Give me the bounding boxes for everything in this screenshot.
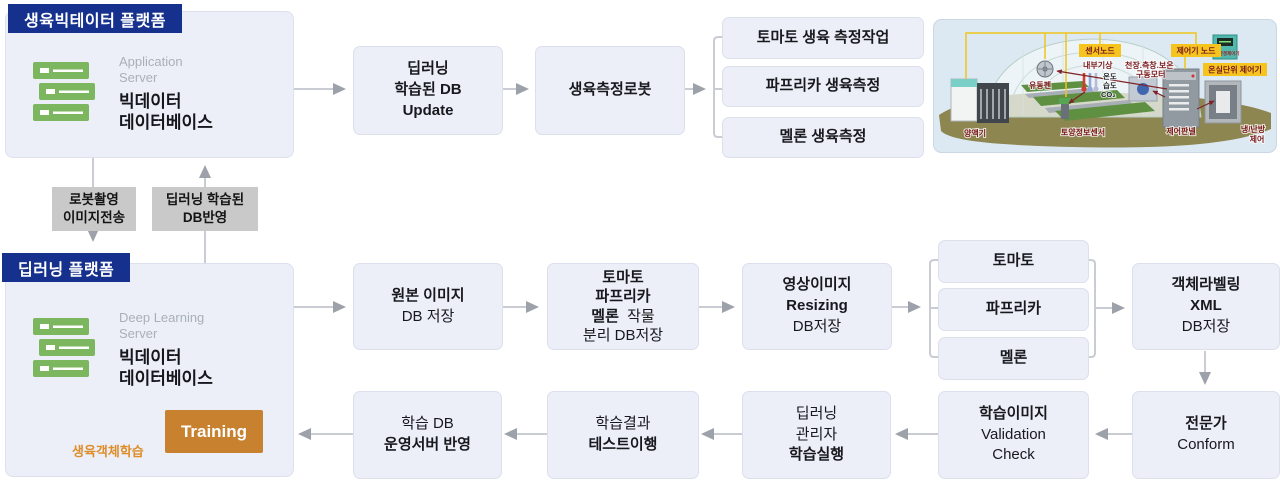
sensor-node-label: 센서노드 xyxy=(1079,44,1121,57)
server-type-label: Deep Learning xyxy=(119,310,205,325)
control-panel-label: 제어판넬 xyxy=(1166,126,1195,136)
unit-controller-label: 온실단위 제어기 xyxy=(1203,63,1267,76)
svg-text:센서노드: 센서노드 xyxy=(1085,46,1115,56)
hvac-photo xyxy=(1204,80,1242,124)
nutrient-machine xyxy=(950,78,1009,123)
server-type-label: Server xyxy=(119,69,158,85)
control-arrows xyxy=(1056,69,1215,110)
flow-box-object-labeling: 객체라벨링 XML DB저장 xyxy=(1132,263,1280,350)
soil-sensor-label: 토양정보센서 xyxy=(1061,127,1105,137)
inner-weather-label: 내부기상 xyxy=(1083,60,1113,70)
flow-box-expert-conform: 전문가 Conform xyxy=(1132,391,1280,479)
flow-box-test: 학습결과 테스트이행 xyxy=(547,391,699,479)
server-title: 데이터베이스 xyxy=(119,113,213,133)
fan-icon xyxy=(1036,60,1054,78)
hvac-label: 냉/난방 xyxy=(1241,124,1266,134)
sensor-wires xyxy=(965,32,1221,97)
server-title: 빅데이터 xyxy=(119,348,182,368)
thermometer-icons xyxy=(1081,73,1099,92)
device-caption: 복합환경제어기 xyxy=(1211,50,1240,57)
flow-box-deploy: 학습 DB 운영서버 반영 xyxy=(353,391,502,479)
flow-box-original-image: 원본 이미지 DB 저장 xyxy=(353,263,503,350)
flow-box-resizing: 영상이미지 Resizing DB저장 xyxy=(742,263,892,350)
flow-box-measure-robot: 생육측정로봇 xyxy=(535,46,685,135)
crop-box-paprika: 파프리카 xyxy=(938,288,1089,331)
bigdata-platform-badge: 생육빅테이터 플랫폼 xyxy=(8,4,182,33)
motor-label: 구동모터 xyxy=(1136,69,1165,79)
greenhouse-illustration: 복합환경제어기 xyxy=(933,19,1277,153)
crop-box-tomato: 토마토 xyxy=(938,240,1089,283)
humidity-label: 습도 xyxy=(1103,80,1117,90)
task-box-paprika: 파프리카 생육측정 xyxy=(722,66,924,107)
server-type-label: Server xyxy=(119,325,158,341)
control-panel-device xyxy=(1162,68,1200,128)
co2-label: CO₂ xyxy=(1101,90,1116,99)
db-reflect-label: 딥러닝 학습된 DB반영 xyxy=(152,187,258,231)
hvac-label: 제어 xyxy=(1250,134,1265,144)
nutrient-label: 양액기 xyxy=(964,128,986,138)
svg-text:제어기 노드: 제어기 노드 xyxy=(1176,46,1216,56)
crop-beds xyxy=(1021,81,1155,121)
flow-box-validation: 학습이미지 Validation Check xyxy=(938,391,1089,479)
crop-box-melon: 멜론 xyxy=(938,337,1089,380)
growth-object-learning-label: 생육객체학습 xyxy=(72,444,144,459)
server-type-label: Application xyxy=(119,54,183,69)
flow-box-crop-separate: 토마토 파프리카 멜론 작물 분리 DB저장 xyxy=(547,263,699,350)
flow-box-execute-learning: 딥러닝 관리자 학습실행 xyxy=(742,391,891,479)
deep-learning-platform-badge: 딥러닝 플랫폼 xyxy=(2,253,131,282)
server-title: 데이터베이스 xyxy=(119,369,213,389)
flow-box-db-update: 딥러닝 학습된 DB Update xyxy=(353,46,503,135)
fan-label: 유동펜 xyxy=(1029,80,1051,90)
bigdata-server-text: Application Server 빅데이터 데이터베이스 xyxy=(119,54,213,134)
training-box: Training xyxy=(165,410,263,453)
server-title: 빅데이터 xyxy=(119,92,182,112)
server-stack-icon xyxy=(33,62,95,129)
task-box-tomato: 토마토 생육 측정작업 xyxy=(722,17,924,59)
deep-server-text: Deep Learning Server 빅데이터 데이터베이스 xyxy=(119,310,213,390)
task-box-melon: 멜론 생육측정 xyxy=(722,117,924,158)
drive-motor-photo xyxy=(1128,76,1158,102)
robot-image-transfer-label: 로봇촬영 이미지전송 xyxy=(52,187,136,231)
temp-label: 온도 xyxy=(1103,72,1117,81)
controller-node-label: 제어기 노드 xyxy=(1171,44,1221,57)
svg-text:온실단위 제어기: 온실단위 제어기 xyxy=(1208,65,1262,75)
server-stack-icon xyxy=(33,318,95,385)
motor-label: 천장.측창.보온 xyxy=(1125,60,1174,70)
soil-sensor-device xyxy=(1059,98,1071,119)
